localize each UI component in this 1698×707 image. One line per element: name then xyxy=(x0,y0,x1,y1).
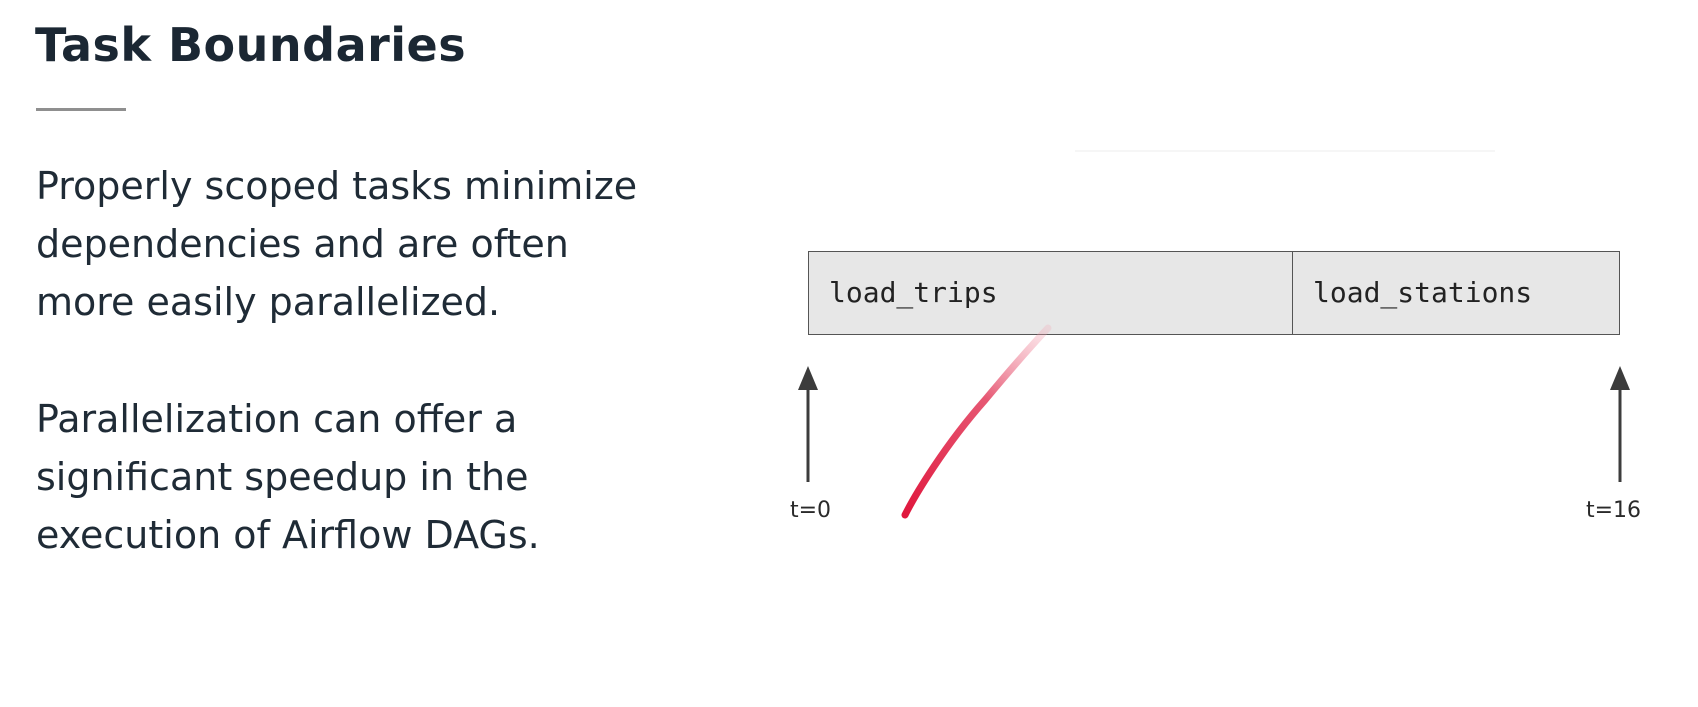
marker-label-start: t=0 xyxy=(790,498,832,523)
slide-title: Task Boundaries xyxy=(35,18,467,72)
paragraph-task-scope: Properly scoped tasks minimize dependenc… xyxy=(36,164,638,324)
faint-divider xyxy=(1075,150,1495,152)
arrow-start-marker xyxy=(798,366,818,482)
arrow-end-marker xyxy=(1610,366,1630,482)
task-load-trips: load_trips xyxy=(809,252,1293,334)
title-underline xyxy=(36,108,126,111)
paragraph-parallelization: Parallelization can offer a significant … xyxy=(36,397,540,557)
marker-label-end: t=16 xyxy=(1586,498,1642,523)
task-load-stations: load_stations xyxy=(1313,276,1533,309)
pen-annotation-stroke xyxy=(901,324,1052,519)
task-timeline-bar: load_trips load_stations xyxy=(808,251,1620,335)
